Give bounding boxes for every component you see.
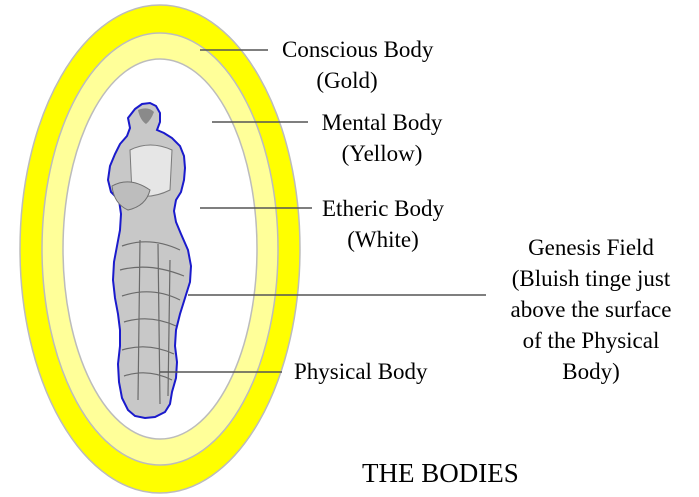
etheric-body-name: Etheric Body <box>315 193 451 224</box>
genesis-field-name: Genesis Field <box>486 232 696 263</box>
genesis-field-desc-1: (Bluish tinge just <box>486 263 696 294</box>
etheric-body-label: Etheric Body (White) <box>315 193 451 255</box>
genesis-field-desc-3: of the Physical <box>486 325 696 356</box>
etheric-body-color: (White) <box>315 224 451 255</box>
genesis-field-label: Genesis Field (Bluish tinge just above t… <box>486 232 696 387</box>
physical-body-label: Physical Body <box>294 356 428 387</box>
conscious-body-label: Conscious Body (Gold) <box>282 34 412 96</box>
genesis-field-desc-2: above the surface <box>486 294 696 325</box>
genesis-field-desc-4: Body) <box>486 356 696 387</box>
mental-body-label: Mental Body (Yellow) <box>315 107 449 169</box>
diagram-title: THE BODIES <box>362 458 519 489</box>
conscious-body-name: Conscious Body <box>282 34 412 65</box>
mental-body-name: Mental Body <box>315 107 449 138</box>
conscious-body-color: (Gold) <box>282 65 412 96</box>
mental-body-color: (Yellow) <box>315 138 449 169</box>
